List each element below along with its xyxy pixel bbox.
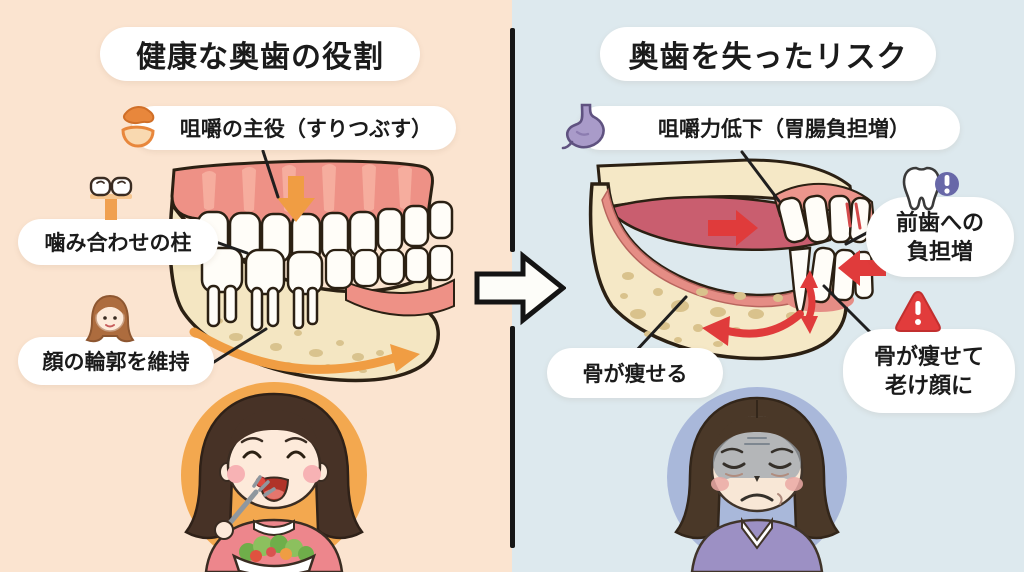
label-chewing-text: 咀嚼の主役（すりつぶす） xyxy=(179,118,433,141)
label-contour: 顔の輪郭を維持 xyxy=(18,337,214,385)
label-aged-line2: 老け顔に xyxy=(884,373,973,398)
right-block-arrow-icon xyxy=(474,250,566,326)
pressure-arrow-left-icon xyxy=(838,250,886,286)
label-chewing-decline-text: 咀嚼力低下（胃腸負担増） xyxy=(658,118,910,141)
right-title-text: 奥歯を失ったリスク xyxy=(628,41,908,74)
right-title: 奥歯を失ったリスク xyxy=(600,27,936,81)
label-chewing-decline: 咀嚼力低下（胃腸負担増） xyxy=(578,106,960,150)
label-contour-text: 顔の輪郭を維持 xyxy=(42,351,190,374)
label-pillar-text: 噛み合わせの柱 xyxy=(44,232,192,255)
label-aged-line1: 骨が痩せて xyxy=(873,343,984,369)
label-aged-face: 骨が痩せて 老け顔に xyxy=(843,329,1015,413)
happy-woman-illustration xyxy=(181,382,367,572)
teeth-pillar-icon xyxy=(89,176,133,220)
center-divider-top xyxy=(510,28,515,252)
lower-molars xyxy=(200,246,324,332)
damaged-jaw-illustration xyxy=(588,158,886,361)
stomach-icon xyxy=(561,103,605,150)
label-chewing: 咀嚼の主役（すりつぶす） xyxy=(132,106,456,150)
bone-shrink-arrows-icon xyxy=(702,270,818,346)
label-front-teeth: 前歯への 負担増 xyxy=(866,197,1014,277)
center-divider-bottom xyxy=(510,326,515,548)
sad-woman-illustration xyxy=(667,387,847,572)
warning-triangle-icon xyxy=(895,290,941,332)
label-pillar: 噛み合わせの柱 xyxy=(18,219,218,265)
left-title: 健康な奥歯の役割 xyxy=(100,27,420,81)
tooth-alert-icon xyxy=(902,166,959,211)
lower-teeth-row xyxy=(324,244,454,290)
salad-bowl xyxy=(231,535,317,572)
label-front-teeth-line1: 前歯への xyxy=(895,209,984,235)
chew-down-arrow-icon xyxy=(277,176,315,222)
pressure-arrow-right-icon xyxy=(708,210,758,246)
upper-front-teeth xyxy=(777,194,872,244)
woman-face-icon xyxy=(85,294,135,343)
label-front-teeth-line2: 負担増 xyxy=(906,239,973,264)
label-bone-loss-text: 骨が痩せる xyxy=(582,363,688,386)
left-title-text: 健康な奥歯の役割 xyxy=(136,41,384,74)
molar-grinder-icon xyxy=(121,106,155,148)
label-bone-loss: 骨が痩せる xyxy=(547,348,723,398)
